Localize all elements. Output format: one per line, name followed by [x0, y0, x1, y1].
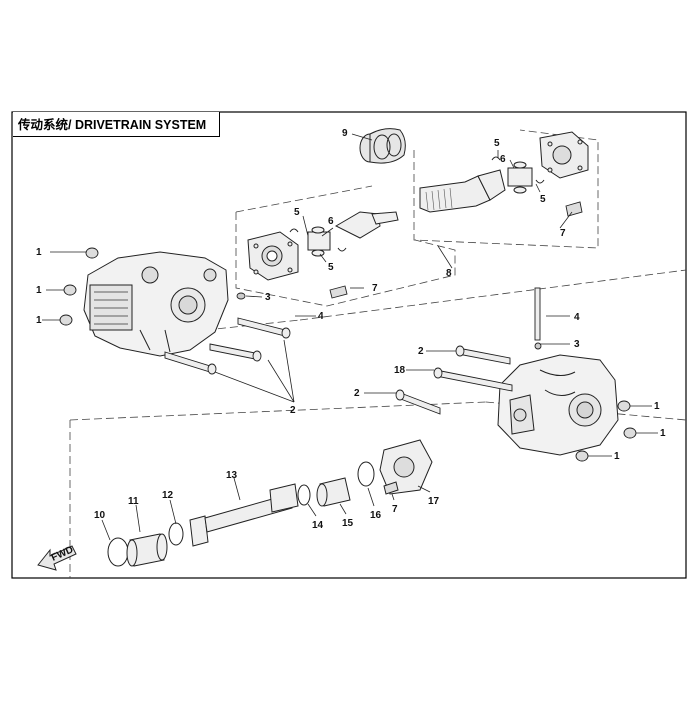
- callout-3: 3: [265, 292, 271, 303]
- rear-gearbox: [497, 354, 619, 456]
- callout-1: 1: [614, 451, 620, 462]
- callout-1: 1: [36, 315, 42, 326]
- front-flange: [247, 231, 299, 281]
- callout-2: 2: [418, 346, 424, 357]
- fwd-label: FWD: [50, 544, 75, 563]
- title-box: [13, 112, 220, 137]
- long-bolts: [164, 317, 291, 375]
- callout-11: 11: [128, 496, 139, 507]
- callout-5: 5: [294, 207, 300, 218]
- callout-4: 4: [318, 311, 324, 322]
- rear-propshaft: [419, 169, 506, 213]
- rear-flange: [539, 131, 589, 179]
- callout-7: 7: [372, 283, 378, 294]
- axle-assembly: [107, 439, 433, 567]
- callout-7: 7: [560, 228, 566, 239]
- callout-7: 7: [392, 504, 398, 515]
- bolt-7a: [329, 285, 348, 299]
- callout-9: 9: [342, 128, 348, 139]
- callout-6: 6: [500, 154, 506, 165]
- callout-16: 16: [370, 510, 382, 521]
- fwd-arrow-icon: [37, 545, 77, 571]
- bolt-7b: [565, 201, 583, 217]
- callout-5: 5: [328, 262, 334, 273]
- rear-ujoint: [491, 156, 545, 194]
- callout-6: 6: [328, 216, 334, 227]
- outer-border: [11, 111, 687, 579]
- callout-8: 8: [446, 268, 452, 279]
- pin-3: [236, 292, 246, 300]
- callout-12: 12: [162, 490, 174, 501]
- callout-1: 1: [36, 247, 42, 258]
- callout-3: 3: [574, 339, 580, 350]
- callout-17: 17: [428, 496, 440, 507]
- callout-1: 1: [660, 428, 666, 439]
- callout-2: 2: [354, 388, 360, 399]
- front-gearbox: [83, 251, 229, 357]
- callout-1: 1: [654, 401, 660, 412]
- rear-vertical-bolt: [534, 287, 542, 350]
- callout-2: 2: [290, 405, 296, 416]
- callout-5: 5: [494, 138, 500, 149]
- connection-dash-2: [205, 319, 301, 331]
- callout-18: 18: [394, 365, 406, 376]
- callout-5: 5: [540, 194, 546, 205]
- connection-dash: [299, 269, 687, 321]
- propshaft-group-outline: [235, 212, 456, 307]
- callout-13: 13: [226, 470, 238, 481]
- propshaft-boot: [359, 128, 406, 164]
- callout-10: 10: [94, 510, 106, 521]
- front-ujoint: [289, 211, 399, 257]
- page-title: 传动系统/ DRIVETRAIN SYSTEM: [18, 118, 207, 132]
- callout-14: 14: [312, 520, 324, 531]
- callout-15: 15: [342, 518, 354, 529]
- callout-4: 4: [574, 312, 580, 323]
- leader-lines: [42, 133, 658, 541]
- callout-1: 1: [36, 285, 42, 296]
- rear-long-bolts: [395, 345, 513, 415]
- propshaft-group-top: [235, 185, 373, 213]
